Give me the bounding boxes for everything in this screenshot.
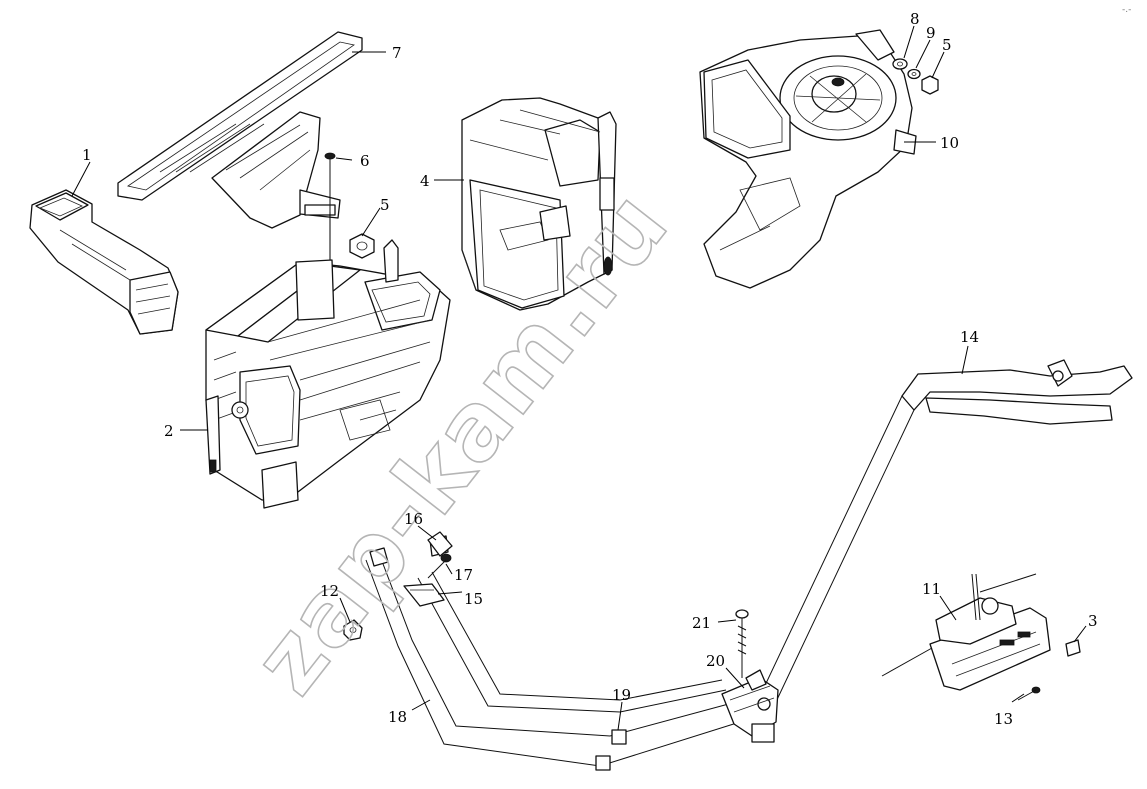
part-21-screw — [735, 609, 749, 678]
part-1-side-vent-duct — [29, 189, 179, 335]
part-3-clip — [1065, 639, 1081, 657]
part-14-heater-hose — [901, 359, 1133, 425]
part-9-washer — [907, 68, 921, 80]
callout-labels: 1 2 3 4 5 5 6 7 8 9 10 11 12 13 14 15 16… — [82, 10, 1098, 728]
part-6-screw — [324, 152, 336, 262]
part-10-blower-housing — [699, 29, 917, 289]
callout-21: 21 — [692, 614, 711, 632]
callout-6: 6 — [360, 152, 370, 170]
callout-10: 10 — [940, 134, 959, 152]
part-7-defroster-duct — [117, 31, 363, 229]
corner-mark: -.- — [1122, 5, 1131, 15]
callout-8: 8 — [910, 10, 920, 28]
callout-14: 14 — [960, 328, 979, 346]
callout-9: 9 — [926, 24, 936, 42]
callout-4: 4 — [420, 172, 430, 190]
part-5-nut-fan — [921, 75, 939, 95]
callout-16: 16 — [404, 510, 423, 528]
callout-3: 3 — [1088, 612, 1098, 630]
callout-5-unit: 5 — [380, 196, 390, 214]
part-20-water-valve — [721, 669, 779, 743]
part-4-air-box-housing — [461, 97, 617, 311]
part-15-clamp — [403, 583, 445, 607]
part-5-nut — [349, 233, 375, 259]
callout-15: 15 — [464, 590, 483, 608]
part-2-heater-unit — [205, 239, 451, 509]
callout-5-fan: 5 — [942, 36, 952, 54]
callout-11: 11 — [922, 580, 941, 598]
callout-19: 19 — [612, 686, 631, 704]
callout-13: 13 — [994, 710, 1013, 728]
callout-2: 2 — [164, 422, 174, 440]
part-17-bolt — [427, 553, 452, 579]
part-8-washer — [892, 58, 908, 70]
callout-17: 17 — [454, 566, 473, 584]
part-12-nut — [343, 619, 363, 641]
part-13-screw — [1017, 686, 1041, 701]
callout-20: 20 — [706, 652, 725, 670]
callout-18: 18 — [388, 708, 407, 726]
callout-1: 1 — [82, 146, 92, 164]
callout-7: 7 — [392, 44, 402, 62]
callout-12: 12 — [320, 582, 339, 600]
part-11-control-panel — [881, 573, 1051, 691]
leader-lines — [71, 25, 1087, 731]
